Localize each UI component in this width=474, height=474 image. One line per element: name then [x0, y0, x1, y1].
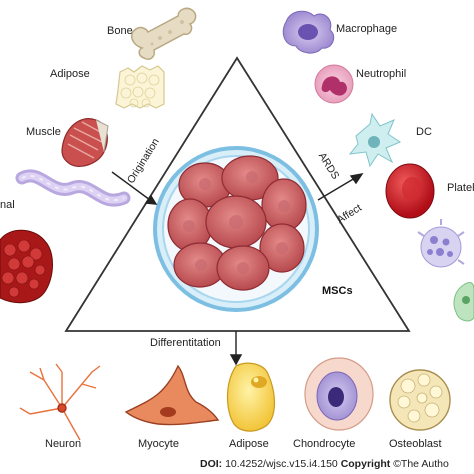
- neuron-icon: [19, 363, 101, 441]
- doi-value: 10.4252/wjsc.v15.i4.150: [225, 458, 338, 470]
- platelet-icon: [417, 219, 465, 268]
- red-blood-cell-icon: [385, 163, 435, 219]
- label-differentiation: Differentitation: [150, 337, 221, 349]
- label-neuron: Neuron: [45, 438, 82, 450]
- copyright-label: Copyright: [340, 458, 391, 470]
- adipose-tissue-icon: [115, 65, 165, 109]
- label-adipocyte: Adipose: [229, 438, 269, 450]
- dendritic-cell-icon: [348, 112, 402, 168]
- umbilical-cord-icon: [15, 169, 131, 207]
- label-neutrophil: Neutrophil: [356, 68, 407, 80]
- bone-icon: [131, 7, 197, 61]
- origination-arrow: [111, 171, 151, 201]
- label-adipose-tissue: Adipose: [50, 68, 90, 80]
- label-platelet: Platel: [447, 182, 474, 194]
- label-chondrocyte: Chondrocyte: [293, 438, 356, 450]
- muscle-icon: [61, 118, 109, 167]
- doi-prefix: DOI:: [200, 458, 223, 470]
- adipocyte-icon: [226, 362, 276, 432]
- bone-marrow-icon: [0, 229, 53, 304]
- label-umbilical-cord: nal: [0, 199, 15, 211]
- doi-footer: DOI: 10.4252/wjsc.v15.i4.150 Copyright ©…: [200, 458, 449, 470]
- label-myocyte: Myocyte: [138, 438, 179, 450]
- label-osteoblast: Osteoblast: [389, 438, 442, 450]
- osteoblast-icon: [389, 369, 451, 431]
- green-cell-icon: [453, 282, 474, 322]
- myocyte-icon: [124, 364, 220, 426]
- label-muscle: Muscle: [26, 126, 61, 138]
- affect-arrow: [317, 177, 356, 201]
- label-bone: Bone: [107, 25, 133, 37]
- macrophage-icon: [282, 10, 335, 54]
- label-mscs: MSCs: [322, 285, 353, 297]
- triangle-outline: [64, 56, 411, 332]
- label-dc: DC: [416, 126, 432, 138]
- msc-cluster-icon: [153, 146, 319, 312]
- copyright-holder: ©The Autho: [393, 458, 449, 470]
- label-macrophage: Macrophage: [336, 23, 398, 35]
- neutrophil-icon: [314, 64, 354, 104]
- chondrocyte-icon: [304, 357, 374, 431]
